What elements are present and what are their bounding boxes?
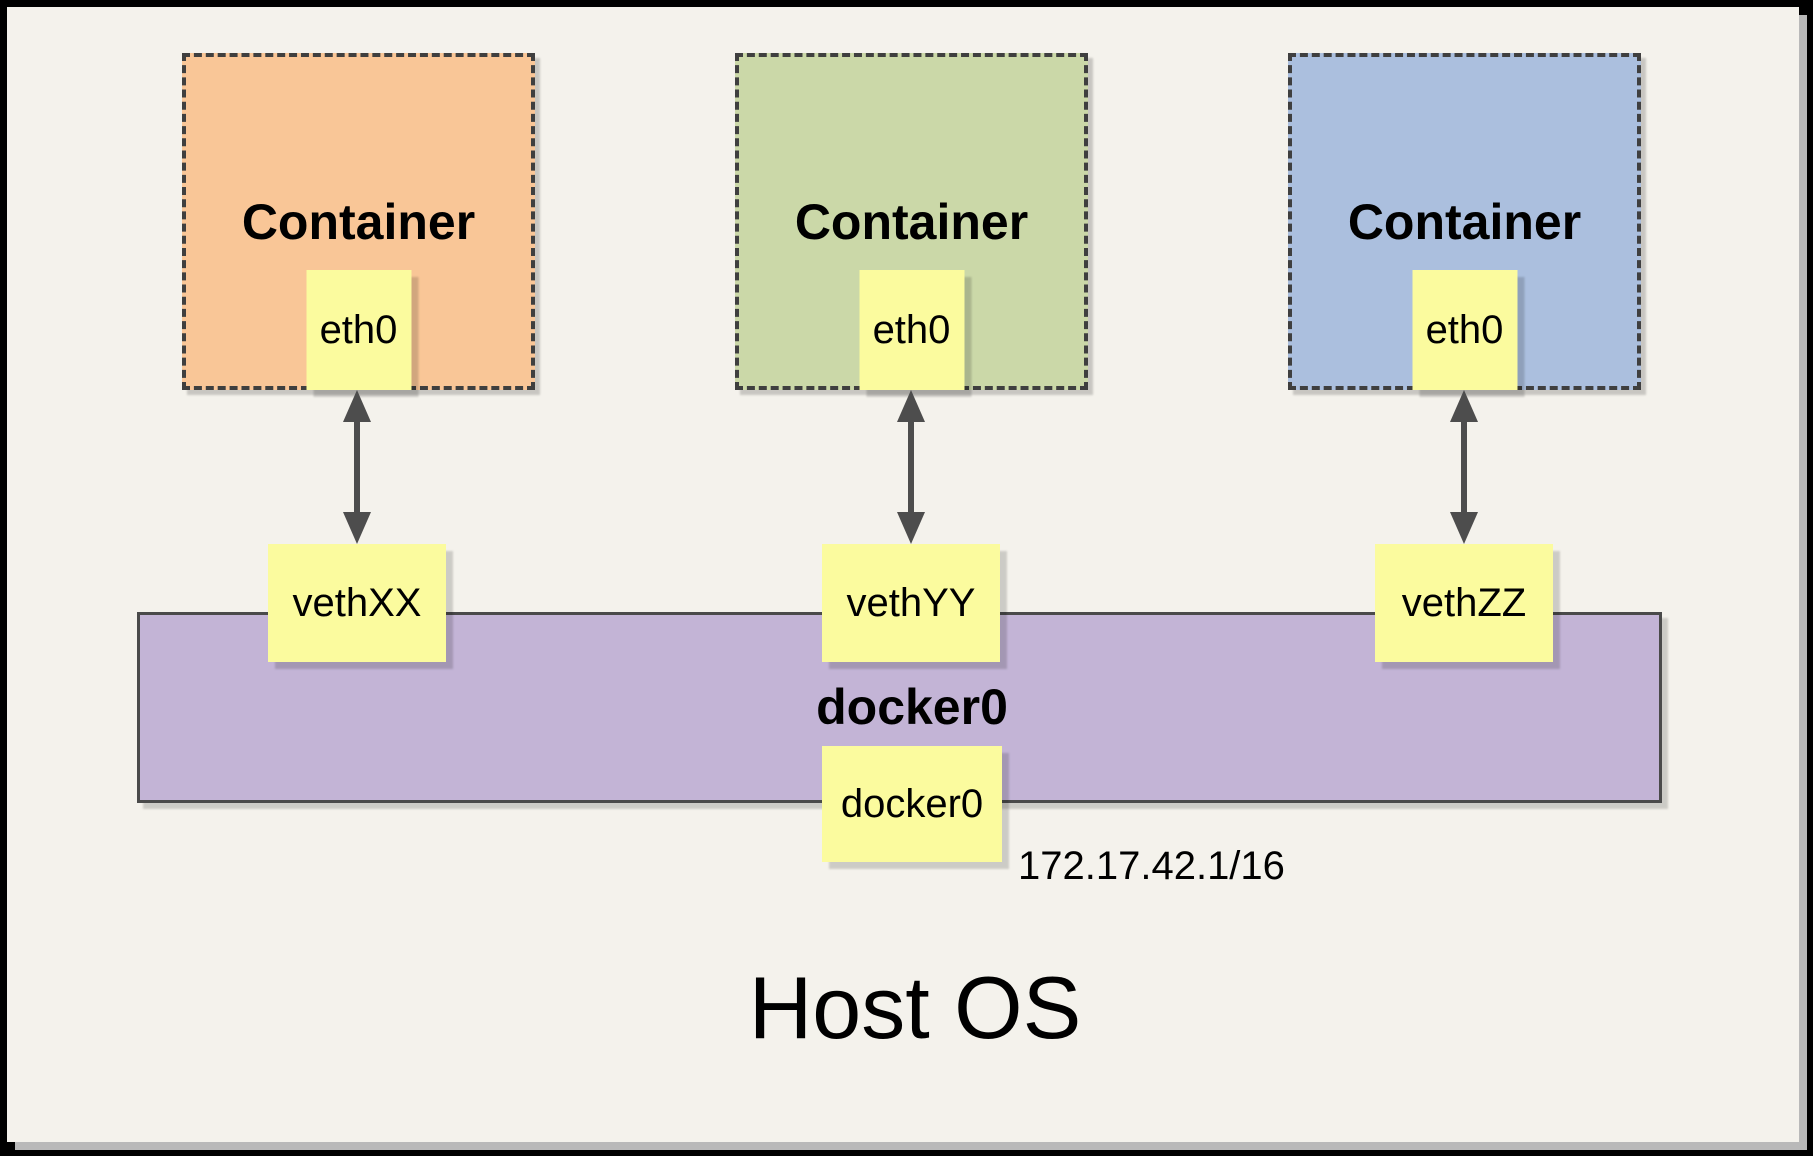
container-box-1: Container eth0 — [182, 53, 535, 390]
container-3-label: Container — [1347, 194, 1582, 250]
container-1-eth0-box: eth0 — [306, 270, 411, 390]
container-2-eth0-label: eth0 — [872, 308, 951, 352]
bidirectional-arrow-icon-1 — [343, 390, 371, 544]
diagram-canvas: Container eth0 Container eth0 Container … — [7, 7, 1799, 1142]
container-box-3: Container eth0 — [1288, 53, 1641, 390]
vethYY-box: vethYY — [822, 544, 1000, 662]
vethXX-label: vethXX — [292, 581, 422, 625]
docker0-interface-label: docker0 — [840, 782, 984, 826]
container-1-eth0-label: eth0 — [319, 308, 398, 352]
container-box-2: Container eth0 — [735, 53, 1088, 390]
bidirectional-arrow-icon-2 — [897, 390, 925, 544]
container-3-eth0-box: eth0 — [1412, 270, 1517, 390]
container-1-label: Container — [241, 194, 476, 250]
docker0-bridge-label: docker0 — [816, 679, 1008, 735]
vethXX-box: vethXX — [268, 544, 446, 662]
docker0-interface-box: docker0 — [822, 746, 1002, 862]
container-3-eth0-label: eth0 — [1425, 308, 1504, 352]
bridge-ip-address: 172.17.42.1/16 — [1018, 844, 1285, 888]
vethYY-label: vethYY — [846, 581, 976, 625]
vethZZ-box: vethZZ — [1375, 544, 1553, 662]
bidirectional-arrow-icon-3 — [1450, 390, 1478, 544]
host-os-label: Host OS — [748, 958, 1082, 1057]
container-2-eth0-box: eth0 — [859, 270, 964, 390]
container-2-label: Container — [794, 194, 1029, 250]
vethZZ-label: vethZZ — [1401, 581, 1527, 625]
